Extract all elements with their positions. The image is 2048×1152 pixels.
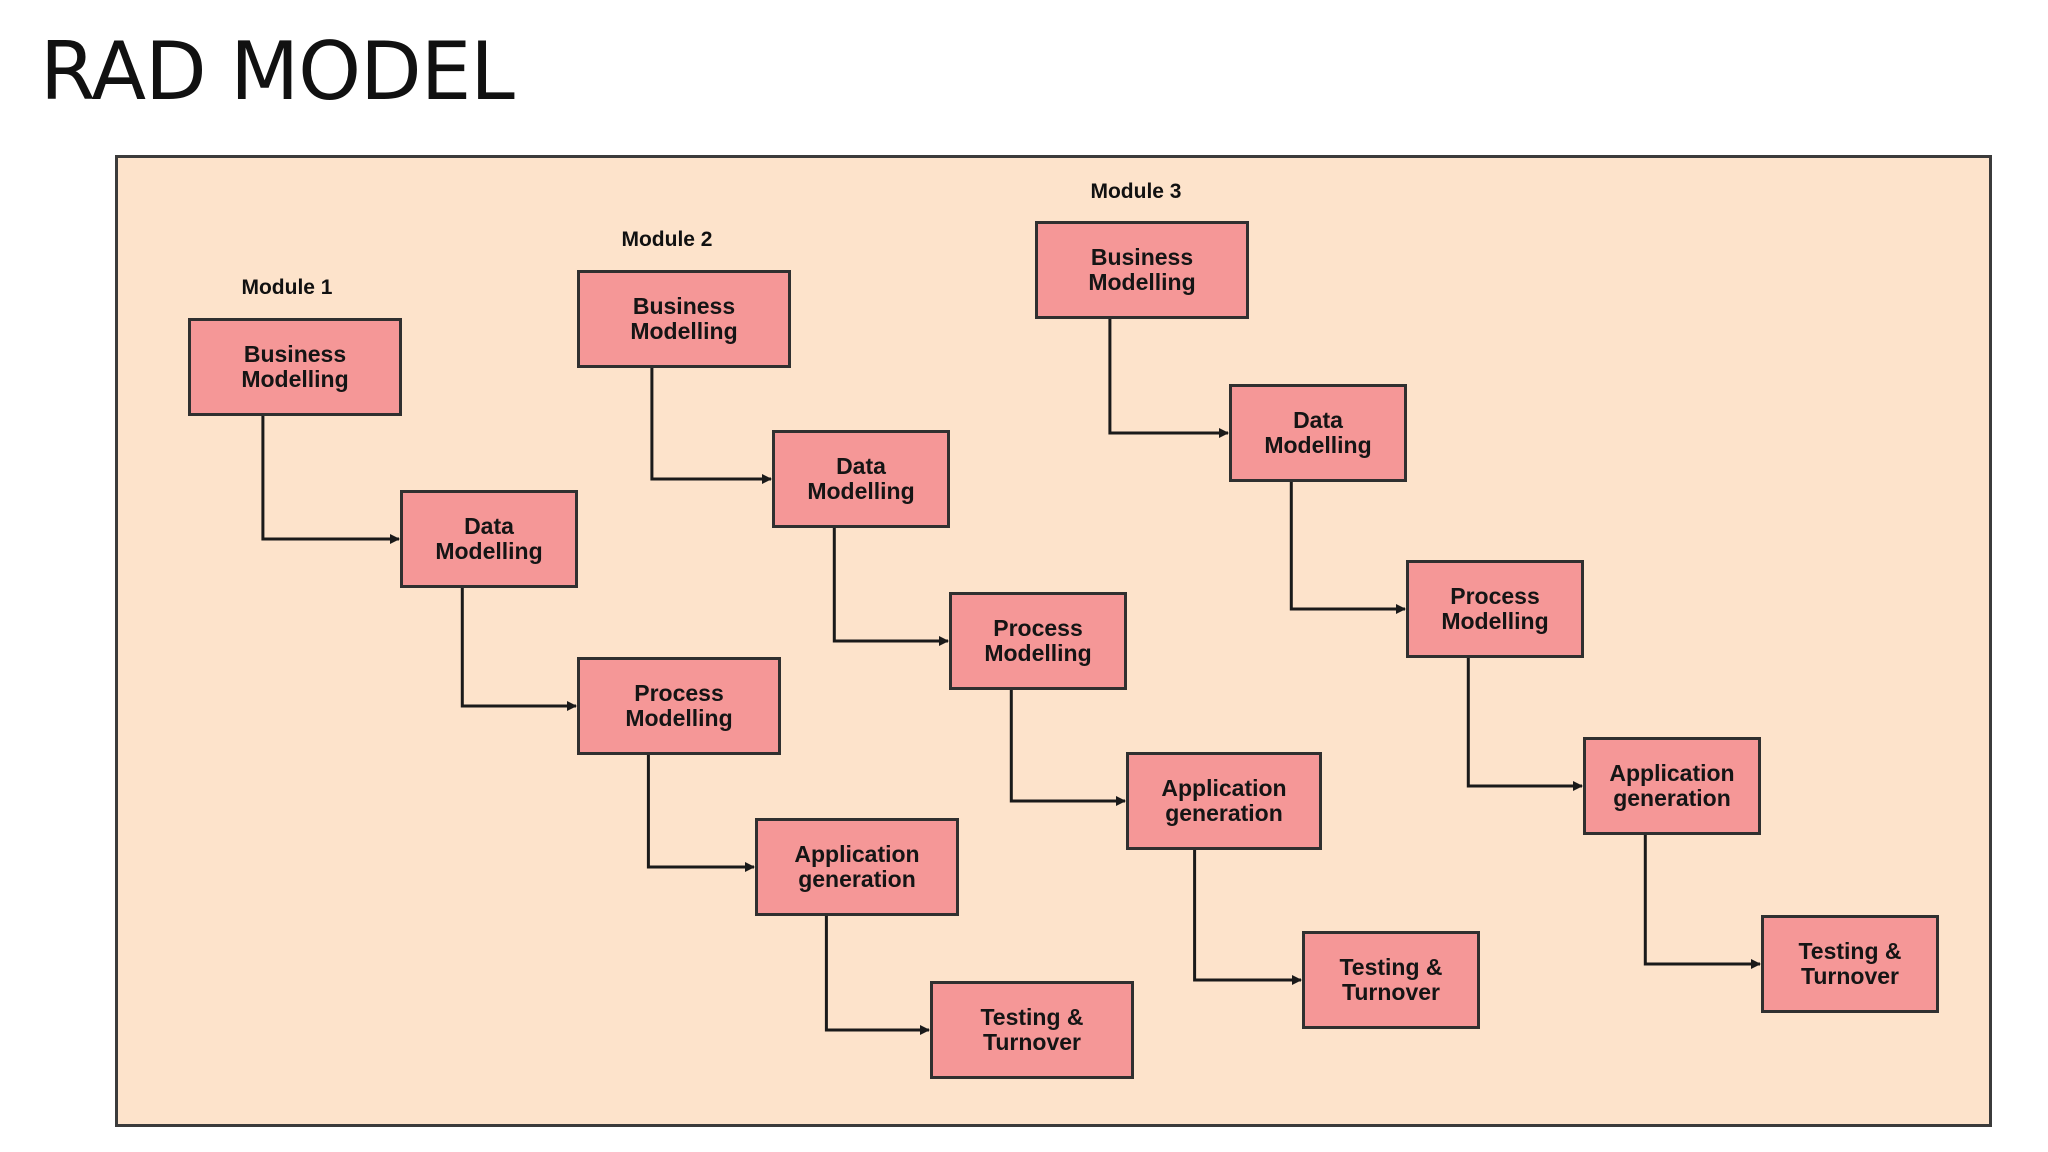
- connector-arrow: [832, 528, 949, 646]
- module-2-data-modelling-box: Data Modelling: [772, 430, 950, 528]
- module-2-process-modelling-box: Process Modelling: [949, 592, 1127, 690]
- module-2-label: Module 2: [621, 228, 713, 251]
- module-3-data-modelling-box: Data Modelling: [1229, 384, 1407, 482]
- module-1-testing-turnover-box: Testing & Turnover: [930, 981, 1134, 1079]
- module-3-label: Module 3: [1090, 180, 1182, 203]
- module-1-process-modelling-box: Process Modelling: [577, 657, 781, 755]
- module-1-application-generation-box: Application generation: [755, 818, 959, 916]
- connector-arrow: [1108, 319, 1229, 438]
- connector-arrow: [1009, 690, 1126, 806]
- connector-arrow: [824, 916, 930, 1035]
- module-3-process-modelling-box: Process Modelling: [1406, 560, 1584, 658]
- diagram-panel: Module 1 Business Modelling Data Modelli…: [115, 155, 1992, 1127]
- module-2-application-generation-box: Application generation: [1126, 752, 1322, 850]
- module-3-testing-turnover-box: Testing & Turnover: [1761, 915, 1939, 1013]
- connector-arrow: [261, 416, 400, 544]
- slide-title: RAD MODEL: [40, 25, 515, 118]
- module-1-data-modelling-box: Data Modelling: [400, 490, 578, 588]
- connector-arrow: [646, 755, 755, 872]
- connector-arrow: [1643, 835, 1761, 969]
- module-3-application-generation-box: Application generation: [1583, 737, 1761, 835]
- module-1-business-modelling-box: Business Modelling: [188, 318, 402, 416]
- module-3-business-modelling-box: Business Modelling: [1035, 221, 1249, 319]
- connector-arrow: [1466, 658, 1583, 791]
- connector-arrow: [1289, 482, 1406, 614]
- module-2-business-modelling-box: Business Modelling: [577, 270, 791, 368]
- connector-arrow: [1193, 850, 1302, 985]
- connector-arrow: [460, 588, 577, 711]
- module-1-label: Module 1: [241, 276, 333, 299]
- module-2-testing-turnover-box: Testing & Turnover: [1302, 931, 1480, 1029]
- connector-arrow: [650, 368, 772, 484]
